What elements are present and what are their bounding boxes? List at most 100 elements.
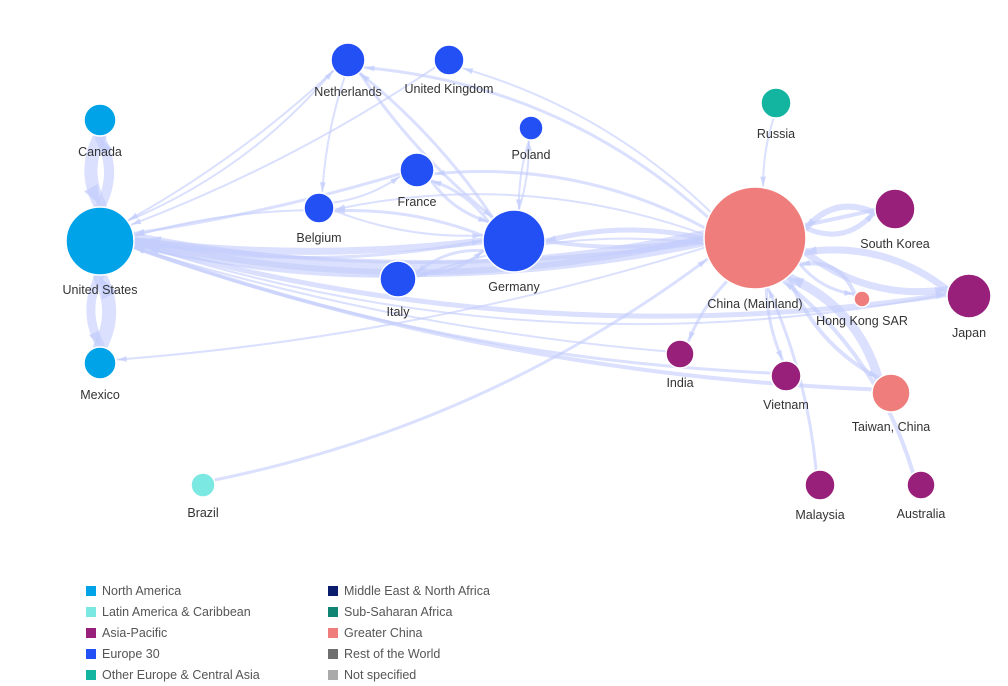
flow-edge-china-to-japan	[800, 247, 950, 296]
flow-arrowhead-china-to-japan	[934, 286, 946, 296]
flow-arrowhead-china-to-netherlands	[365, 65, 375, 72]
node-poland[interactable]: Poland	[512, 115, 551, 162]
flow-edge-china-to-mexico	[116, 246, 706, 361]
legend-label: Sub-Saharan Africa	[344, 604, 453, 619]
node-circle[interactable]	[665, 339, 695, 369]
node-label: Poland	[512, 148, 551, 162]
flow-edge-india-to-united_states	[134, 246, 668, 353]
flow-edge-australia-to-china	[782, 279, 916, 476]
node-label: South Korea	[860, 237, 930, 251]
node-taiwan[interactable]: Taiwan, China	[852, 373, 931, 434]
flow-edge-united_states-to-japan	[132, 242, 947, 326]
node-france[interactable]: France	[398, 152, 437, 209]
node-circle[interactable]	[433, 44, 465, 76]
legend-item-rest-of-world[interactable]: Rest of the World	[328, 643, 490, 664]
legend-item-asia-pacific[interactable]: Asia-Pacific	[86, 622, 260, 643]
flow-arrowhead-italy-to-germany	[473, 251, 483, 260]
legend-item-europe-30[interactable]: Europe 30	[86, 643, 260, 664]
flow-edge-japan-to-united_states	[133, 240, 950, 319]
node-malaysia[interactable]: Malaysia	[795, 469, 845, 522]
node-mexico[interactable]: Mexico	[80, 346, 120, 402]
flow-arrowhead-brazil-to-china	[697, 259, 707, 268]
node-india[interactable]: India	[665, 339, 695, 390]
flow-edge-japan-to-china	[802, 246, 952, 294]
flow-edge-united_kingdom-to-united_states	[130, 65, 437, 226]
node-circle[interactable]	[853, 290, 871, 308]
node-circle[interactable]	[65, 206, 135, 276]
node-canada[interactable]: Canada	[78, 103, 122, 159]
legend-item-latin-america[interactable]: Latin America & Caribbean	[86, 601, 260, 622]
node-circle[interactable]	[703, 186, 807, 290]
node-united-states[interactable]: United States	[62, 206, 138, 297]
node-germany[interactable]: Germany	[482, 209, 546, 294]
flow-arrowhead-china-to-mexico	[117, 355, 127, 362]
legend-label: Rest of the World	[344, 646, 441, 661]
legend-label: Middle East & North Africa	[344, 583, 490, 598]
node-label: India	[666, 376, 693, 390]
node-australia[interactable]: Australia	[897, 470, 946, 521]
flow-arrowhead-russia-to-china	[760, 176, 767, 186]
node-japan[interactable]: Japan	[946, 273, 992, 340]
node-label: Germany	[488, 280, 540, 294]
flow-edge-belgium-to-united_states	[134, 209, 306, 237]
node-label: Netherlands	[314, 85, 381, 99]
node-south-korea[interactable]: South Korea	[860, 188, 930, 251]
legend-item-north-america[interactable]: North America	[86, 580, 260, 601]
node-circle[interactable]	[303, 192, 335, 224]
node-circle[interactable]	[906, 470, 936, 500]
node-label: Russia	[757, 127, 795, 141]
flow-arrowhead-united_states-to-germany	[471, 239, 481, 246]
legend-item-not-specified[interactable]: Not specified	[328, 664, 490, 685]
node-circle[interactable]	[518, 115, 544, 141]
node-circle[interactable]	[379, 260, 417, 298]
flow-arrowhead-united_states-to-mexico	[88, 330, 100, 345]
edge-layer	[84, 65, 952, 482]
flow-arrowhead-china-to-vietnam	[775, 349, 783, 360]
node-label: Japan	[952, 326, 986, 340]
node-brazil[interactable]: Brazil	[187, 472, 219, 520]
node-circle[interactable]	[482, 209, 546, 273]
legend-label: Not specified	[344, 667, 417, 682]
node-circle[interactable]	[330, 42, 366, 78]
node-label: Mexico	[80, 388, 120, 402]
node-circle[interactable]	[770, 360, 802, 392]
node-vietnam[interactable]: Vietnam	[763, 360, 809, 412]
legend: North America Latin America & Caribbean …	[86, 580, 546, 684]
legend-swatch	[86, 627, 96, 638]
legend-column-right: Middle East & North Africa Sub-Saharan A…	[328, 580, 490, 685]
flow-arrowhead-united_states-to-canada	[100, 138, 113, 155]
node-hong-kong[interactable]: Hong Kong SAR	[816, 290, 908, 328]
legend-label: Asia-Pacific	[102, 625, 168, 640]
node-circle[interactable]	[760, 87, 792, 119]
node-circle[interactable]	[399, 152, 435, 188]
node-circle[interactable]	[83, 103, 117, 137]
node-circle[interactable]	[804, 469, 836, 501]
flow-arrowhead-india-to-united_states	[135, 247, 145, 254]
node-united-kingdom[interactable]: United Kingdom	[405, 44, 494, 96]
node-circle[interactable]	[874, 188, 916, 230]
legend-swatch	[328, 648, 338, 659]
node-russia[interactable]: Russia	[757, 87, 795, 141]
flow-arrowhead-malaysia-to-china	[768, 289, 775, 299]
legend-item-other-europe[interactable]: Other Europe & Central Asia	[86, 664, 260, 685]
flow-arrowhead-belgium-to-france	[390, 176, 400, 185]
node-circle[interactable]	[946, 273, 992, 319]
flow-arrowhead-taiwan-to-china	[789, 277, 805, 289]
node-circle[interactable]	[83, 346, 117, 380]
flow-arrowhead-germany-to-belgium	[335, 207, 345, 214]
legend-swatch	[328, 606, 338, 617]
legend-item-mena[interactable]: Middle East & North Africa	[328, 580, 490, 601]
node-label: United Kingdom	[405, 82, 494, 96]
flow-arrowhead-china-to-india	[688, 331, 695, 341]
flow-edge-germany-to-belgium	[334, 209, 485, 238]
node-china[interactable]: China (Mainland)	[703, 186, 807, 311]
node-circle[interactable]	[190, 472, 216, 498]
flow-arrowhead-china-to-south_korea	[865, 213, 874, 223]
node-netherlands[interactable]: Netherlands	[314, 42, 382, 99]
legend-item-greater-china[interactable]: Greater China	[328, 622, 490, 643]
legend-item-sub-saharan-africa[interactable]: Sub-Saharan Africa	[328, 601, 490, 622]
node-italy[interactable]: Italy	[379, 260, 417, 319]
node-circle[interactable]	[871, 373, 911, 413]
legend-column-left: North America Latin America & Caribbean …	[86, 580, 260, 685]
node-belgium[interactable]: Belgium	[296, 192, 342, 245]
